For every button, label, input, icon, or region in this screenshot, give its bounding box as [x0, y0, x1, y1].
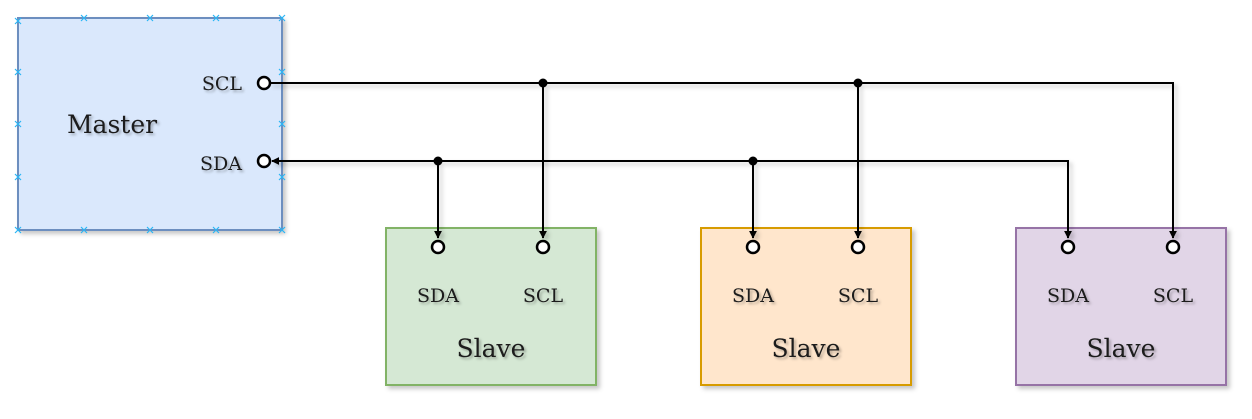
slave-3-sda-pin[interactable]: [1060, 239, 1076, 255]
slave-1-sda-label: SDA: [417, 285, 459, 307]
master-scl-label: SCL: [202, 73, 243, 95]
sda-junction-2: [748, 156, 758, 166]
slave-box-3: [1015, 227, 1227, 386]
master-scl-pin[interactable]: [256, 75, 272, 91]
slave-block-1[interactable]: SDA SCL Slave: [385, 227, 597, 386]
slave-block-3[interactable]: SDA SCL Slave: [1015, 227, 1227, 386]
slave-3-title: Slave: [1087, 334, 1156, 363]
scl-bus-line[interactable]: [270, 82, 1177, 239]
slave-3-sda-label: SDA: [1047, 285, 1089, 307]
scl-junction-1: [538, 78, 548, 88]
slave-3-scl-pin[interactable]: [1165, 239, 1181, 255]
slave-1-scl-pin[interactable]: [535, 239, 551, 255]
slave-2-scl-pin[interactable]: [850, 239, 866, 255]
master-box: [17, 17, 283, 231]
sda-bus: [271, 157, 1072, 239]
slave-box-2: [700, 227, 912, 386]
master-sda-pin[interactable]: [256, 153, 272, 169]
slave-2-scl-label: SCL: [838, 285, 879, 307]
slave-2-sda-label: SDA: [732, 285, 774, 307]
master-sda-label: SDA: [200, 153, 242, 175]
sda-junction-1: [433, 156, 443, 166]
master-title: Master: [67, 110, 157, 139]
scl-junction-2: [853, 78, 863, 88]
slave-3-scl-label: SCL: [1153, 285, 1194, 307]
bus-junctions: [433, 78, 863, 166]
slave-1-title: Slave: [457, 334, 526, 363]
slave-1-scl-label: SCL: [523, 285, 564, 307]
master-block[interactable]: Master SCL SDA: [14, 14, 286, 234]
pin-connectors: [256, 75, 1181, 255]
slave-box-1: [385, 227, 597, 386]
sda-bus-line[interactable]: [271, 157, 1072, 239]
slave-2-title: Slave: [772, 334, 841, 363]
slave-2-sda-pin[interactable]: [745, 239, 761, 255]
slave-block-2[interactable]: SDA SCL Slave: [700, 227, 912, 386]
slave-1-sda-pin[interactable]: [430, 239, 446, 255]
